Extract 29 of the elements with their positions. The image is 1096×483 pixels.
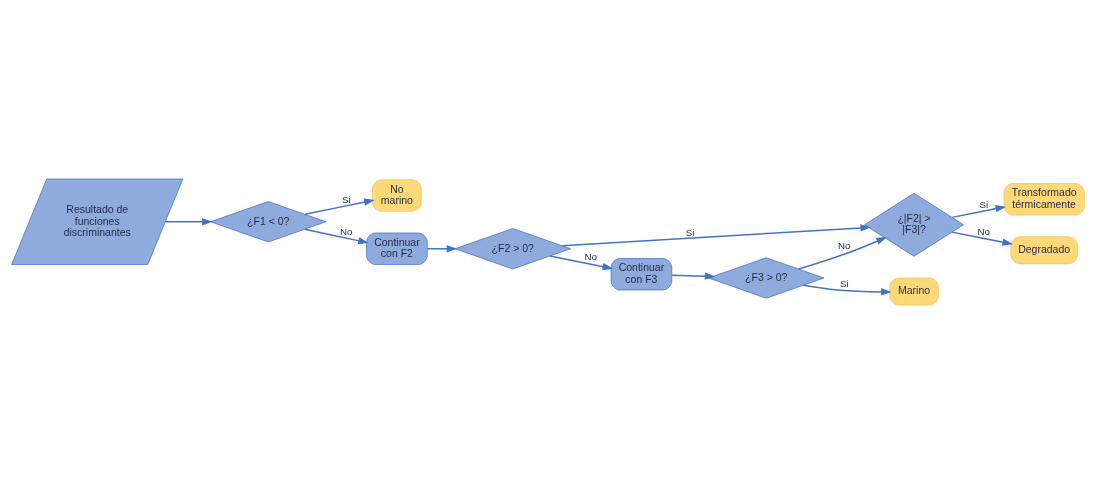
arrow xyxy=(951,230,1013,246)
node-diamond: ¿F2 > 0? xyxy=(454,227,571,269)
node-box: Continuar con F2 xyxy=(366,232,428,265)
arrow xyxy=(304,228,369,244)
node-diamond: ¿|F2| > |F3|? xyxy=(864,192,964,257)
edge-label: Si xyxy=(341,193,351,205)
node-box: Degradado xyxy=(1010,235,1078,264)
arrow xyxy=(802,284,892,296)
node-box: Continuar con F3 xyxy=(610,257,673,290)
edge-label: Si xyxy=(979,198,989,210)
arrow xyxy=(304,197,375,215)
node-box: Marino xyxy=(889,277,939,305)
arrow xyxy=(426,244,458,252)
node-box: Transformado térmicamente xyxy=(1003,182,1085,215)
arrow xyxy=(549,254,614,270)
edge-label: Si xyxy=(685,226,695,238)
edge-label: Si xyxy=(839,277,849,289)
node-diamond: ¿F1 < 0? xyxy=(210,200,327,242)
node-box: No marino xyxy=(372,178,422,212)
arrow xyxy=(164,217,213,225)
arrow xyxy=(561,223,871,247)
arrow xyxy=(671,271,716,280)
arrow xyxy=(951,204,1007,218)
edge-label: No xyxy=(838,239,851,251)
arrow xyxy=(797,236,887,270)
node-diamond: ¿F3 > 0? xyxy=(708,256,825,299)
edge-label: No xyxy=(977,225,991,237)
edge-label: No xyxy=(340,225,353,237)
edge-label: No xyxy=(584,250,598,262)
